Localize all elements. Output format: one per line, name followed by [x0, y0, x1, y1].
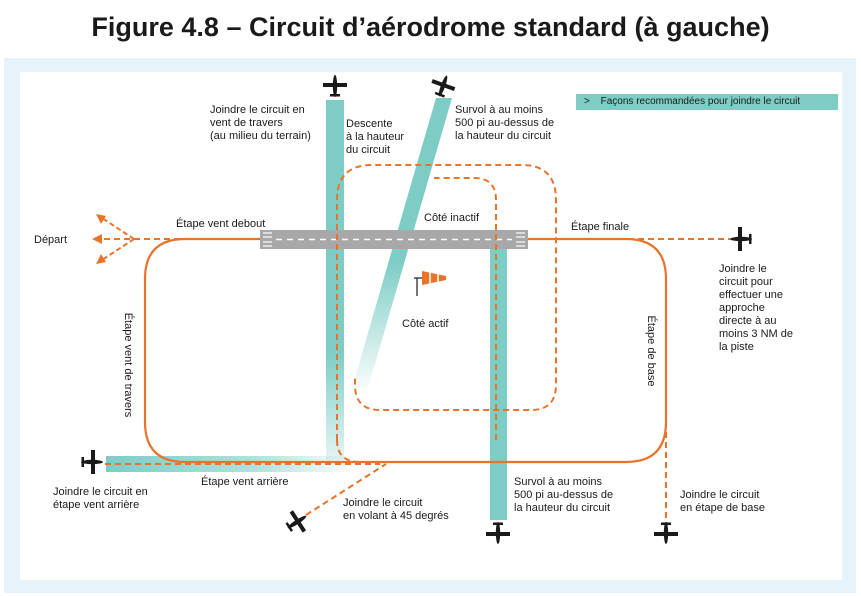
downwind-leg-label: Étape vent arrière	[201, 476, 289, 488]
departure-arrowheads	[92, 214, 106, 264]
aircraft-icon-join-45	[281, 505, 313, 539]
aircraft-icon-crosswind-join	[323, 75, 347, 97]
overfly-crossing-path	[434, 177, 497, 440]
aircraft-icon-base-join	[654, 522, 678, 544]
figure-title: Figure 4.8 – Circuit d’aérodrome standar…	[91, 12, 770, 42]
departure-label: Départ	[34, 234, 68, 246]
aircraft-icon-overfly-top	[427, 71, 459, 101]
active-side-label: Côté actif	[402, 318, 449, 330]
main-circuit	[143, 237, 668, 464]
base-leg-label: Étape de base	[645, 316, 658, 387]
inactive-side-label: Côté inactif	[424, 212, 480, 224]
runway-threshold-right	[516, 232, 525, 247]
final-leg-label: Étape finale	[571, 221, 630, 233]
overfly-vertical-band	[490, 230, 507, 520]
aircraft-icon-downwind-join	[81, 450, 103, 474]
inactive-side-circuit	[336, 164, 557, 440]
runway	[260, 230, 528, 249]
join-45-path	[305, 463, 387, 516]
legend: > Façons recommandées pour joindre le ci…	[576, 94, 838, 110]
windsock-icon	[414, 271, 446, 296]
crosswind-return-path	[336, 439, 361, 463]
legend-marker: >	[584, 96, 590, 107]
runway-threshold-left	[263, 232, 272, 247]
legend-text: Façons recommandées pour joindre le circ…	[600, 96, 801, 107]
upwind-leg-label: Étape vent debout	[176, 218, 266, 230]
departure-arrows	[101, 217, 135, 261]
aircraft-icon-overfly-bottom	[486, 522, 510, 544]
crosswind-leg-label: Étape vent de travers	[122, 313, 135, 418]
aircraft-icon-straight-in	[730, 227, 752, 251]
crosswind-join-band	[326, 100, 344, 460]
